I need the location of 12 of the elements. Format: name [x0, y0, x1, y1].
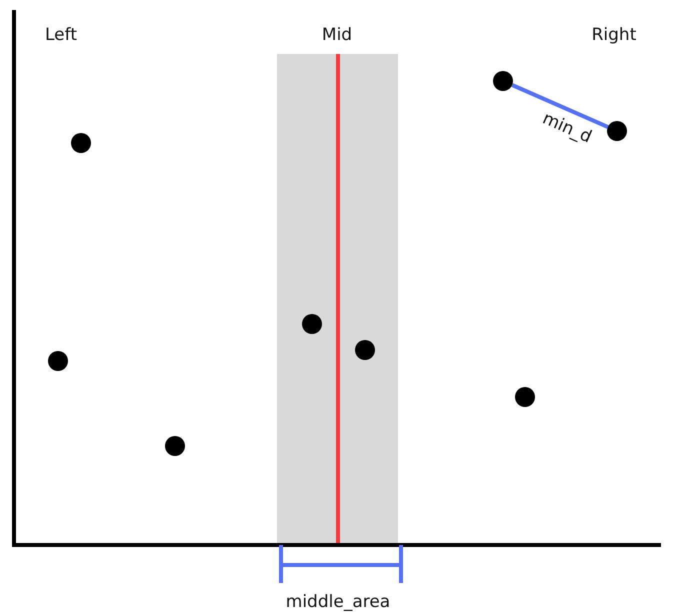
edge-label: min_d: [540, 108, 595, 148]
point-dot: [515, 387, 535, 407]
distance-line: [511, 83, 609, 129]
point-dot: [71, 133, 91, 153]
point-dot: [48, 351, 68, 371]
bracket-label: middle_area: [286, 592, 390, 612]
region-label: Left: [45, 25, 77, 45]
point-dot: [493, 71, 513, 91]
region-label: Mid: [322, 25, 352, 45]
point-dot: [165, 436, 185, 456]
point-dot: [607, 121, 627, 141]
region-label: Right: [592, 25, 636, 45]
